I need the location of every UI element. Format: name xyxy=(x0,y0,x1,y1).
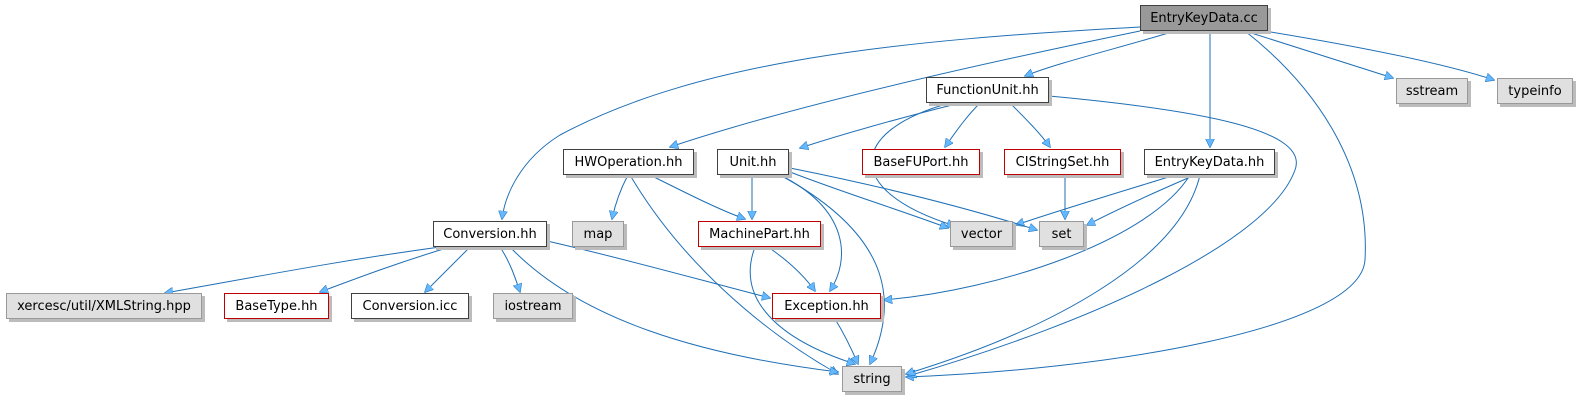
node-basetype-hh[interactable]: BaseType.hh xyxy=(224,293,329,319)
edge-hwoperation-to-string xyxy=(629,174,838,374)
edge-root-to-typeinfo xyxy=(1264,30,1494,80)
node-hwoperation-hh[interactable]: HWOperation.hh xyxy=(563,149,694,175)
edge-unit-to-set xyxy=(789,167,1037,230)
node-cistringset-hh[interactable]: CIStringSet.hh xyxy=(1004,149,1121,175)
edge-root-to-string xyxy=(906,30,1366,377)
node-functionunit-hh[interactable]: FunctionUnit.hh xyxy=(926,77,1049,103)
edge-entrykeydata-hh-to-string xyxy=(906,174,1201,374)
edge-conversion-to-conversion-icc xyxy=(425,246,471,292)
node-conversion-hh[interactable]: Conversion.hh xyxy=(433,221,547,247)
node-entrykeydata-hh[interactable]: EntryKeyData.hh xyxy=(1144,149,1275,175)
edge-functionunit-to-unit xyxy=(800,102,961,148)
edge-machinepart-to-exception xyxy=(767,246,815,291)
edge-conversion-to-string xyxy=(509,246,838,372)
edge-unit-to-string xyxy=(779,174,885,364)
edge-functionunit-to-string xyxy=(908,95,1297,376)
edge-functionunit-to-basefuport xyxy=(945,102,981,147)
edge-exception-to-string xyxy=(834,318,858,364)
node-xmlstring-hpp[interactable]: xercesc/util/XMLString.hpp xyxy=(6,293,202,319)
node-vector[interactable]: vector xyxy=(950,221,1013,247)
edge-root-to-hwoperation xyxy=(670,30,1141,147)
node-machinepart-hh[interactable]: MachinePart.hh xyxy=(698,221,821,247)
edge-hwoperation-to-machinepart xyxy=(649,174,745,219)
node-sstream[interactable]: sstream xyxy=(1396,78,1468,104)
node-iostream[interactable]: iostream xyxy=(493,293,573,319)
edge-entrykeydata-hh-to-set xyxy=(1087,174,1196,225)
edge-unit-to-vector xyxy=(789,171,948,228)
node-typeinfo[interactable]: typeinfo xyxy=(1497,78,1573,104)
edge-root-to-functionunit xyxy=(1025,30,1176,76)
edge-conversion-to-xmlstring xyxy=(165,246,441,293)
edge-machinepart-to-string xyxy=(749,246,855,364)
node-string[interactable]: string xyxy=(842,366,902,392)
node-set[interactable]: set xyxy=(1039,221,1084,247)
node-unit-hh[interactable]: Unit.hh xyxy=(717,149,789,175)
edge-entrykeydata-hh-to-vector xyxy=(1016,174,1176,225)
node-conversion-icc[interactable]: Conversion.icc xyxy=(351,293,469,319)
node-map[interactable]: map xyxy=(572,221,624,247)
edge-hwoperation-to-map xyxy=(612,174,629,219)
edge-conversion-to-iostream xyxy=(499,246,520,292)
node-basefuport-hh[interactable]: BaseFUPort.hh xyxy=(862,149,980,175)
edge-functionunit-to-cistringset xyxy=(1009,102,1050,147)
edge-conversion-to-exception xyxy=(546,240,770,298)
edge-root-to-conversion xyxy=(502,26,1141,219)
node-entrykeydata-cc[interactable]: EntryKeyData.cc xyxy=(1140,5,1268,31)
edge-conversion-to-basetype xyxy=(320,246,451,292)
edge-root-to-sstream xyxy=(1244,30,1393,78)
edge-entrykeydata-hh-to-exception xyxy=(884,174,1191,300)
node-exception-hh[interactable]: Exception.hh xyxy=(772,293,881,319)
